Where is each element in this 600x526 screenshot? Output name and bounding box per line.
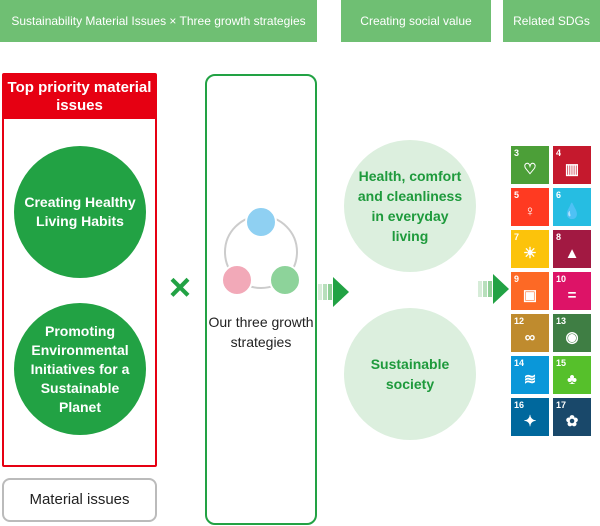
sdg-number: 3 [514, 148, 520, 158]
sdg-number: 4 [556, 148, 562, 158]
sdg-number: 12 [514, 316, 525, 326]
value-sustainable-society: Sustainable society [344, 308, 476, 440]
sdg-tile-6: 6💧 [553, 188, 591, 226]
water-drop-icon: 💧 [562, 203, 582, 220]
fish-icon: ≋ [523, 371, 537, 388]
sdg-tile-4: 4▥ [553, 146, 591, 184]
sdg-number: 6 [556, 190, 562, 200]
material-issues-label: Material issues [2, 478, 157, 522]
sdg-number: 15 [556, 358, 567, 368]
sdg-number: 7 [514, 232, 520, 242]
multiply-icon: × [168, 267, 192, 309]
sdg-number: 10 [556, 274, 567, 284]
equality-icon: = [567, 287, 577, 304]
sdg-tile-7: 7☀ [511, 230, 549, 268]
issue-label: Promoting Environmental Initiatives for … [30, 322, 130, 415]
sdg-number: 16 [514, 400, 525, 410]
header-sdgs: Related SDGs [503, 0, 600, 42]
sdg-tile-8: 8▲ [553, 230, 591, 268]
sdg-number: 14 [514, 358, 525, 368]
strategies-label: Our three growth strategies [208, 314, 314, 350]
growth-chart-icon: ▲ [564, 245, 580, 262]
sdg-number: 8 [556, 232, 562, 242]
sdg-tile-10: 10= [553, 272, 591, 310]
sun-icon: ☀ [523, 245, 537, 262]
header-materiality: Sustainability Material Issues × Three g… [0, 0, 317, 42]
priority-title: Top priority material issues [4, 75, 155, 119]
sdg-number: 13 [556, 316, 567, 326]
priority-issues-box: Top priority material issues [2, 73, 157, 467]
heartbeat-icon: ♡ [523, 161, 537, 178]
three-strategies-icon [221, 206, 301, 296]
sdg-tile-13: 13 ◉ [553, 314, 591, 352]
sdg-tile-17: 17 ✿ [553, 398, 591, 436]
sdg-number: 5 [514, 190, 520, 200]
sdg-tile-15: 15♣ [553, 356, 591, 394]
sdg-tile-9: 9▣ [511, 272, 549, 310]
sdg-number: 9 [514, 274, 520, 284]
book-icon: ▥ [564, 161, 580, 178]
header-social-value: Creating social value [341, 0, 491, 42]
infinity-icon: ∞ [524, 329, 536, 346]
value-health-comfort: Health, comfort and cleanliness in every… [344, 140, 476, 272]
sdg-tile-5: 5♀ [511, 188, 549, 226]
arrow-right-icon [318, 277, 349, 307]
sdg-tile-12: 12 ∞ [511, 314, 549, 352]
sdg-number: 17 [556, 400, 567, 410]
sdg-tile-16: 16 ✦ [511, 398, 549, 436]
gender-icon: ♀ [524, 203, 536, 220]
issue-healthy-living: Creating Healthy Living Habits [14, 146, 146, 278]
sdg-tile-14: 14 ≋ [511, 356, 549, 394]
tree-icon: ♣ [567, 371, 577, 388]
ring-icon: ✿ [565, 413, 579, 430]
sdg-tile-3: 3♡ [511, 146, 549, 184]
arrow-right-icon [478, 274, 509, 304]
cubes-icon: ▣ [522, 287, 538, 304]
growth-strategies-box [205, 74, 317, 525]
issue-environment: Promoting Environmental Initiatives for … [14, 303, 146, 435]
eye-globe-icon: ◉ [565, 329, 579, 346]
issue-label: Creating Healthy Living Habits [24, 194, 136, 229]
value-label: Sustainable society [370, 356, 450, 392]
value-label: Health, comfort and cleanliness in every… [357, 168, 463, 244]
dove-icon: ✦ [523, 413, 537, 430]
